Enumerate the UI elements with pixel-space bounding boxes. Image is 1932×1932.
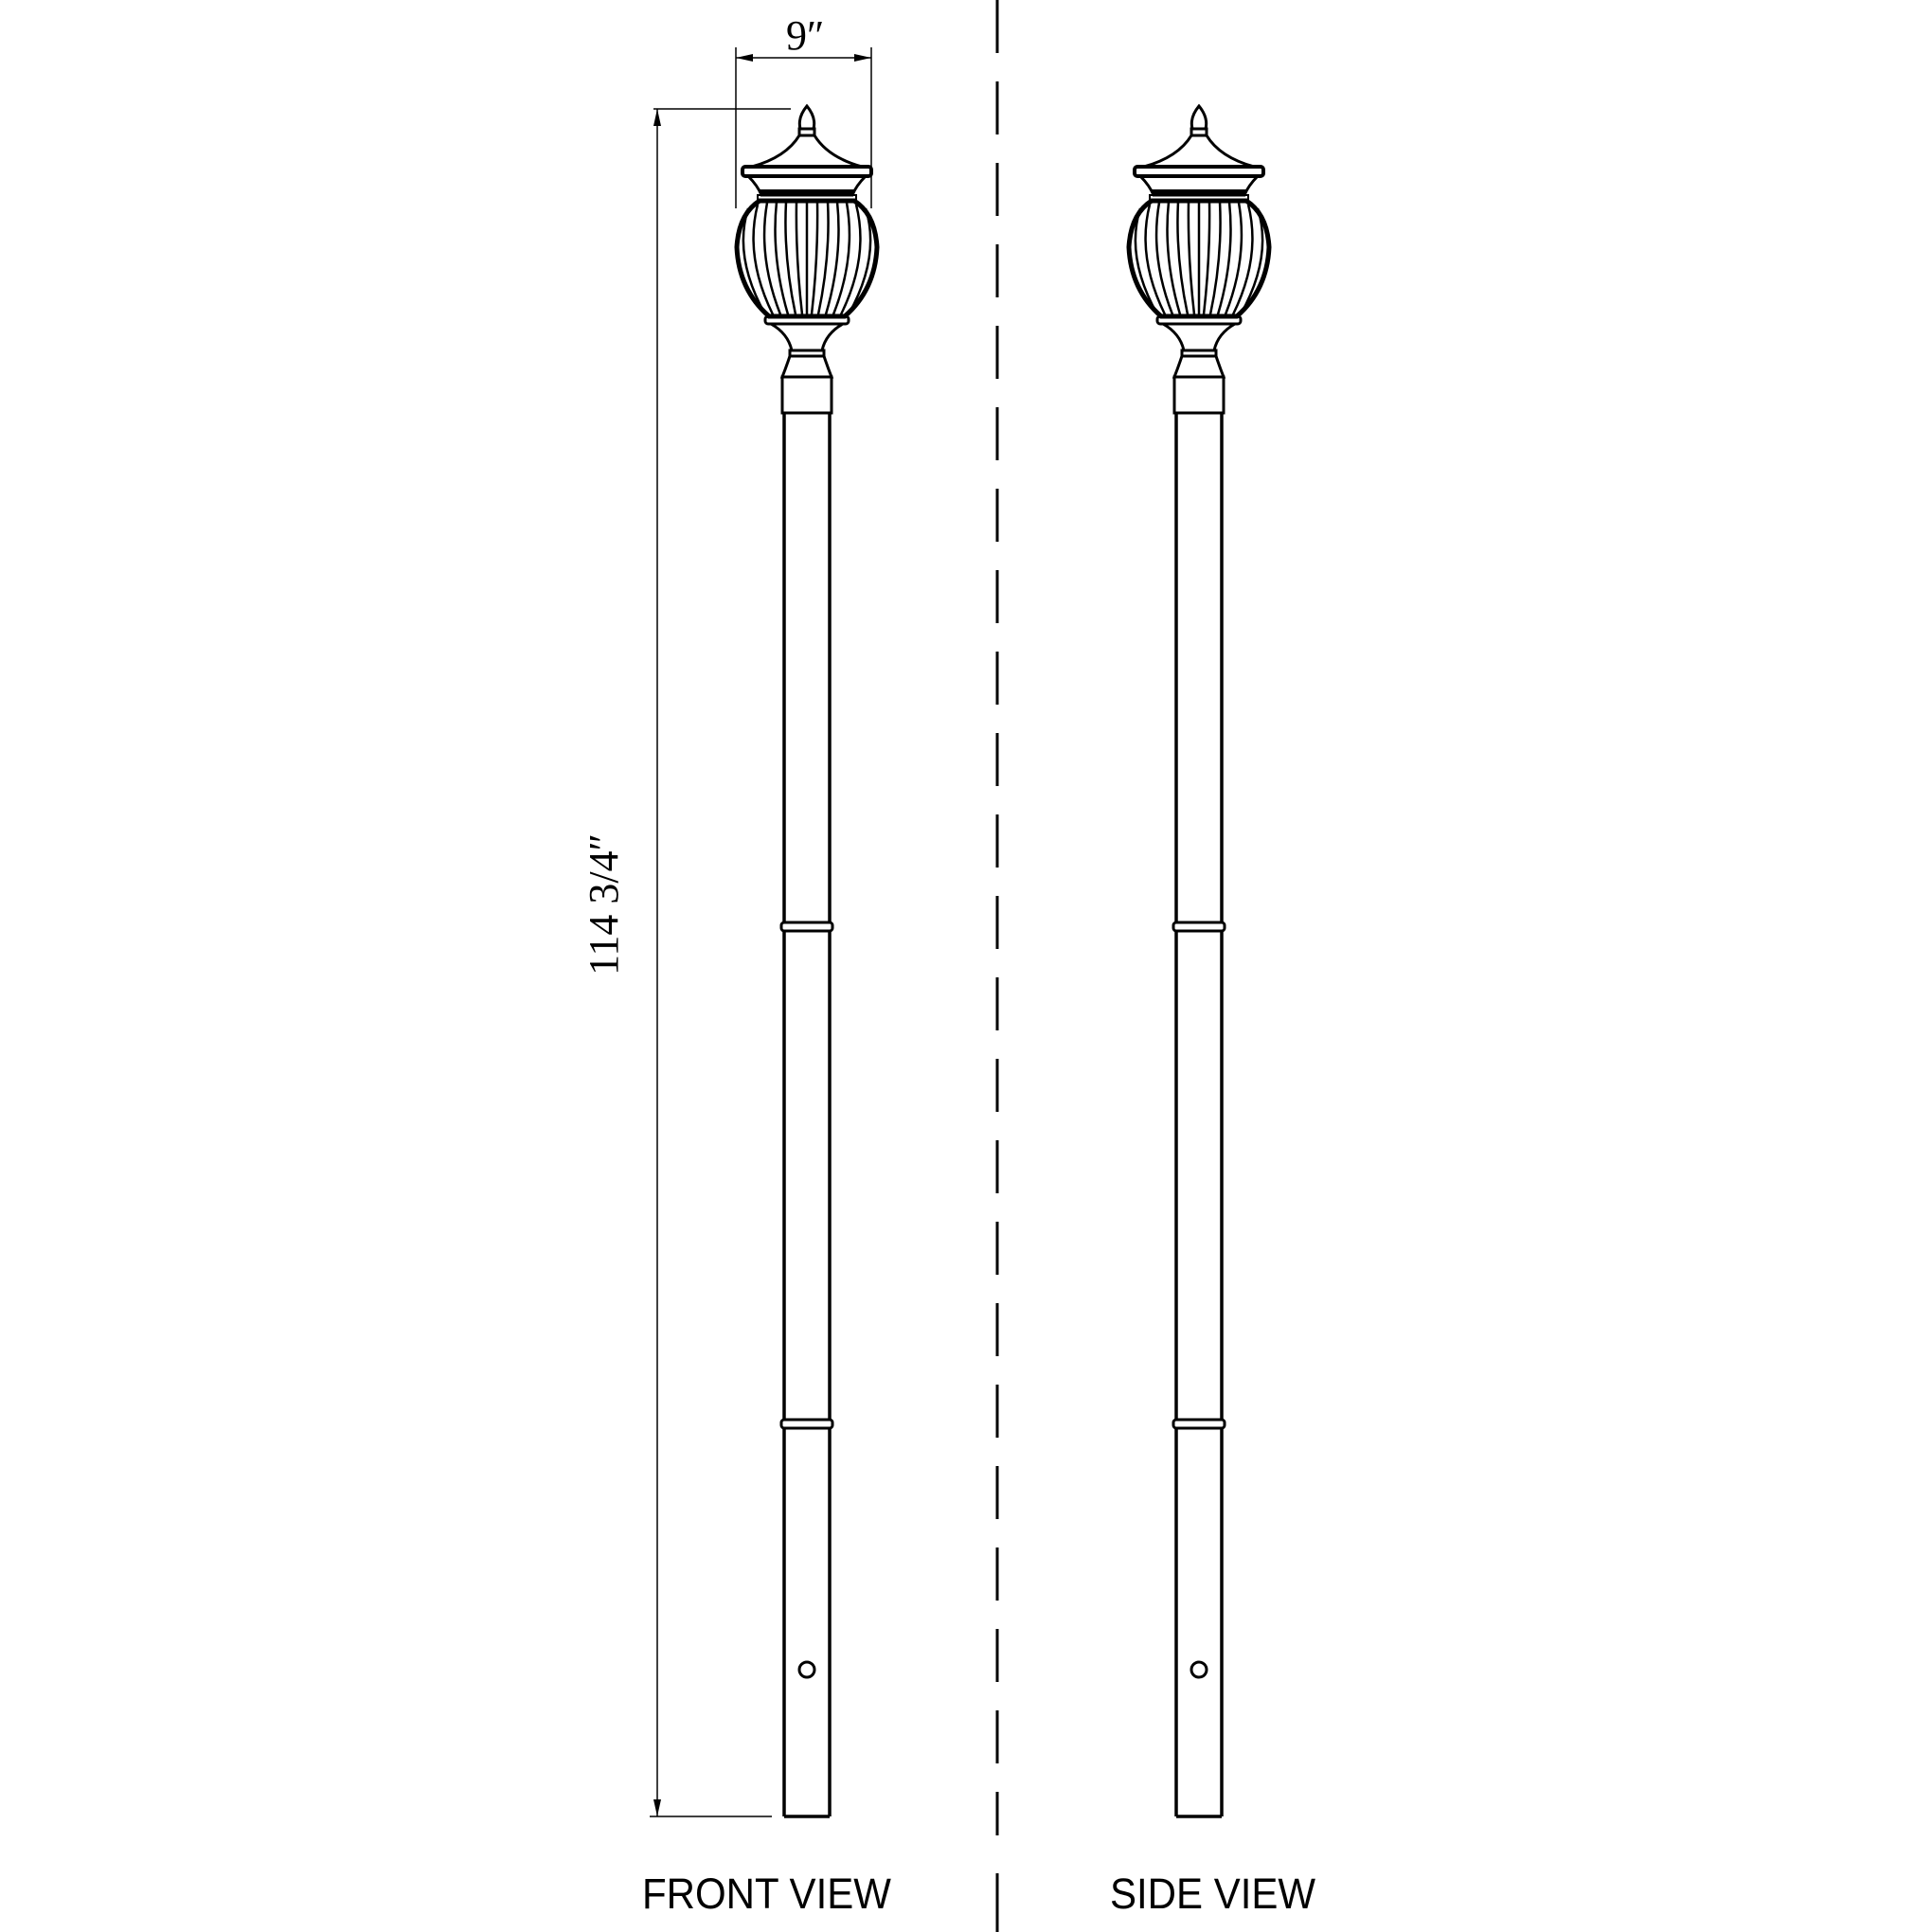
width-dimension-label: 9″	[786, 12, 825, 59]
front-view-label: FRONT VIEW	[642, 1869, 891, 1918]
side-pole	[1172, 411, 1226, 1818]
front-view-lamp-post	[737, 106, 877, 1818]
height-dimension	[650, 108, 791, 1817]
height-dimension-label: 114 3/4″	[581, 833, 627, 975]
front-lantern-head	[737, 106, 877, 413]
width-dimension	[735, 47, 872, 208]
front-pole	[779, 411, 834, 1818]
side-lantern-head	[1129, 106, 1269, 413]
side-view-lamp-post	[1129, 106, 1269, 1818]
side-view-label: SIDE VIEW	[1110, 1869, 1316, 1918]
